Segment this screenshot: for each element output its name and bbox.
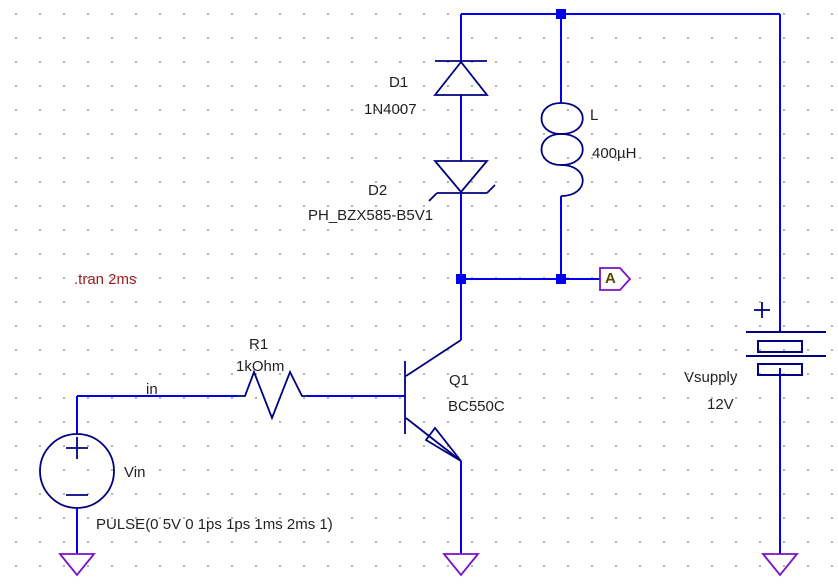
wire-group bbox=[76, 13, 781, 554]
component-label-l-value[interactable]: 400µH bbox=[592, 145, 637, 162]
d2-triangle bbox=[433, 160, 489, 194]
net-label-in[interactable]: in bbox=[146, 381, 158, 398]
component-label-q1-model[interactable]: BC550C bbox=[448, 398, 505, 415]
component-label-vin-value[interactable]: PULSE(0 5V 0 1ps 1ps 1ms 2ms 1) bbox=[96, 516, 333, 533]
component-label-vsupply-value[interactable]: 12V bbox=[707, 396, 734, 413]
component-label-q1-name[interactable]: Q1 bbox=[449, 372, 470, 389]
battery-symbol bbox=[746, 331, 826, 376]
resistor-zigzag bbox=[237, 369, 307, 421]
vin-circle bbox=[39, 433, 115, 509]
ground-group bbox=[58, 553, 799, 577]
port-a-icon[interactable] bbox=[599, 267, 632, 291]
q1-collector-lead bbox=[405, 339, 462, 377]
inductor-symbol bbox=[540, 102, 584, 197]
battery-plate-short-1 bbox=[757, 340, 803, 353]
ground-icon-vin bbox=[58, 553, 96, 577]
junction-group bbox=[456, 9, 566, 284]
component-label-d2-name[interactable]: D2 bbox=[368, 182, 388, 199]
ground-icon-supply bbox=[761, 553, 799, 577]
component-label-d1-name[interactable]: D1 bbox=[389, 74, 409, 91]
component-label-l-name[interactable]: L bbox=[590, 107, 599, 124]
diode-d1-symbol bbox=[433, 60, 489, 96]
battery-polarity-plus-icon bbox=[754, 302, 770, 318]
d1-triangle bbox=[433, 60, 489, 96]
junction-dot-top bbox=[556, 9, 566, 19]
d2-zener-tick-right bbox=[486, 184, 496, 194]
q1-emitter-arrow bbox=[424, 426, 462, 462]
component-label-vsupply-name[interactable]: Vsupply bbox=[684, 369, 738, 386]
port-a-outline[interactable] bbox=[599, 267, 632, 291]
inductor-loop-3 bbox=[560, 164, 584, 197]
component-label-r1-value[interactable]: 1kOhm bbox=[236, 358, 285, 375]
port-a-label[interactable]: A bbox=[605, 270, 616, 287]
spice-directive-tran[interactable]: .tran 2ms bbox=[74, 271, 137, 288]
q1-emitter-lead bbox=[405, 417, 462, 462]
junction-dot-right bbox=[556, 274, 566, 284]
transistor-symbol bbox=[404, 339, 462, 462]
component-label-d1-model[interactable]: 1N4007 bbox=[364, 101, 417, 118]
ground-icon-emitter bbox=[442, 553, 480, 577]
resistor-symbol bbox=[237, 369, 307, 421]
component-label-vin-name[interactable]: Vin bbox=[124, 464, 146, 481]
component-label-r1-name[interactable]: R1 bbox=[249, 336, 269, 353]
inductor-loop-1 bbox=[540, 102, 584, 135]
junction-dot-left bbox=[456, 274, 466, 284]
diode-d2-symbol bbox=[428, 160, 496, 202]
component-label-d2-model[interactable]: PH_BZX585-B5V1 bbox=[308, 207, 434, 224]
inductor-loop-2 bbox=[540, 133, 584, 166]
battery-plate-short-2 bbox=[757, 363, 803, 376]
d2-zener-tick-left bbox=[428, 192, 438, 202]
voltage-source-symbol bbox=[39, 433, 115, 509]
